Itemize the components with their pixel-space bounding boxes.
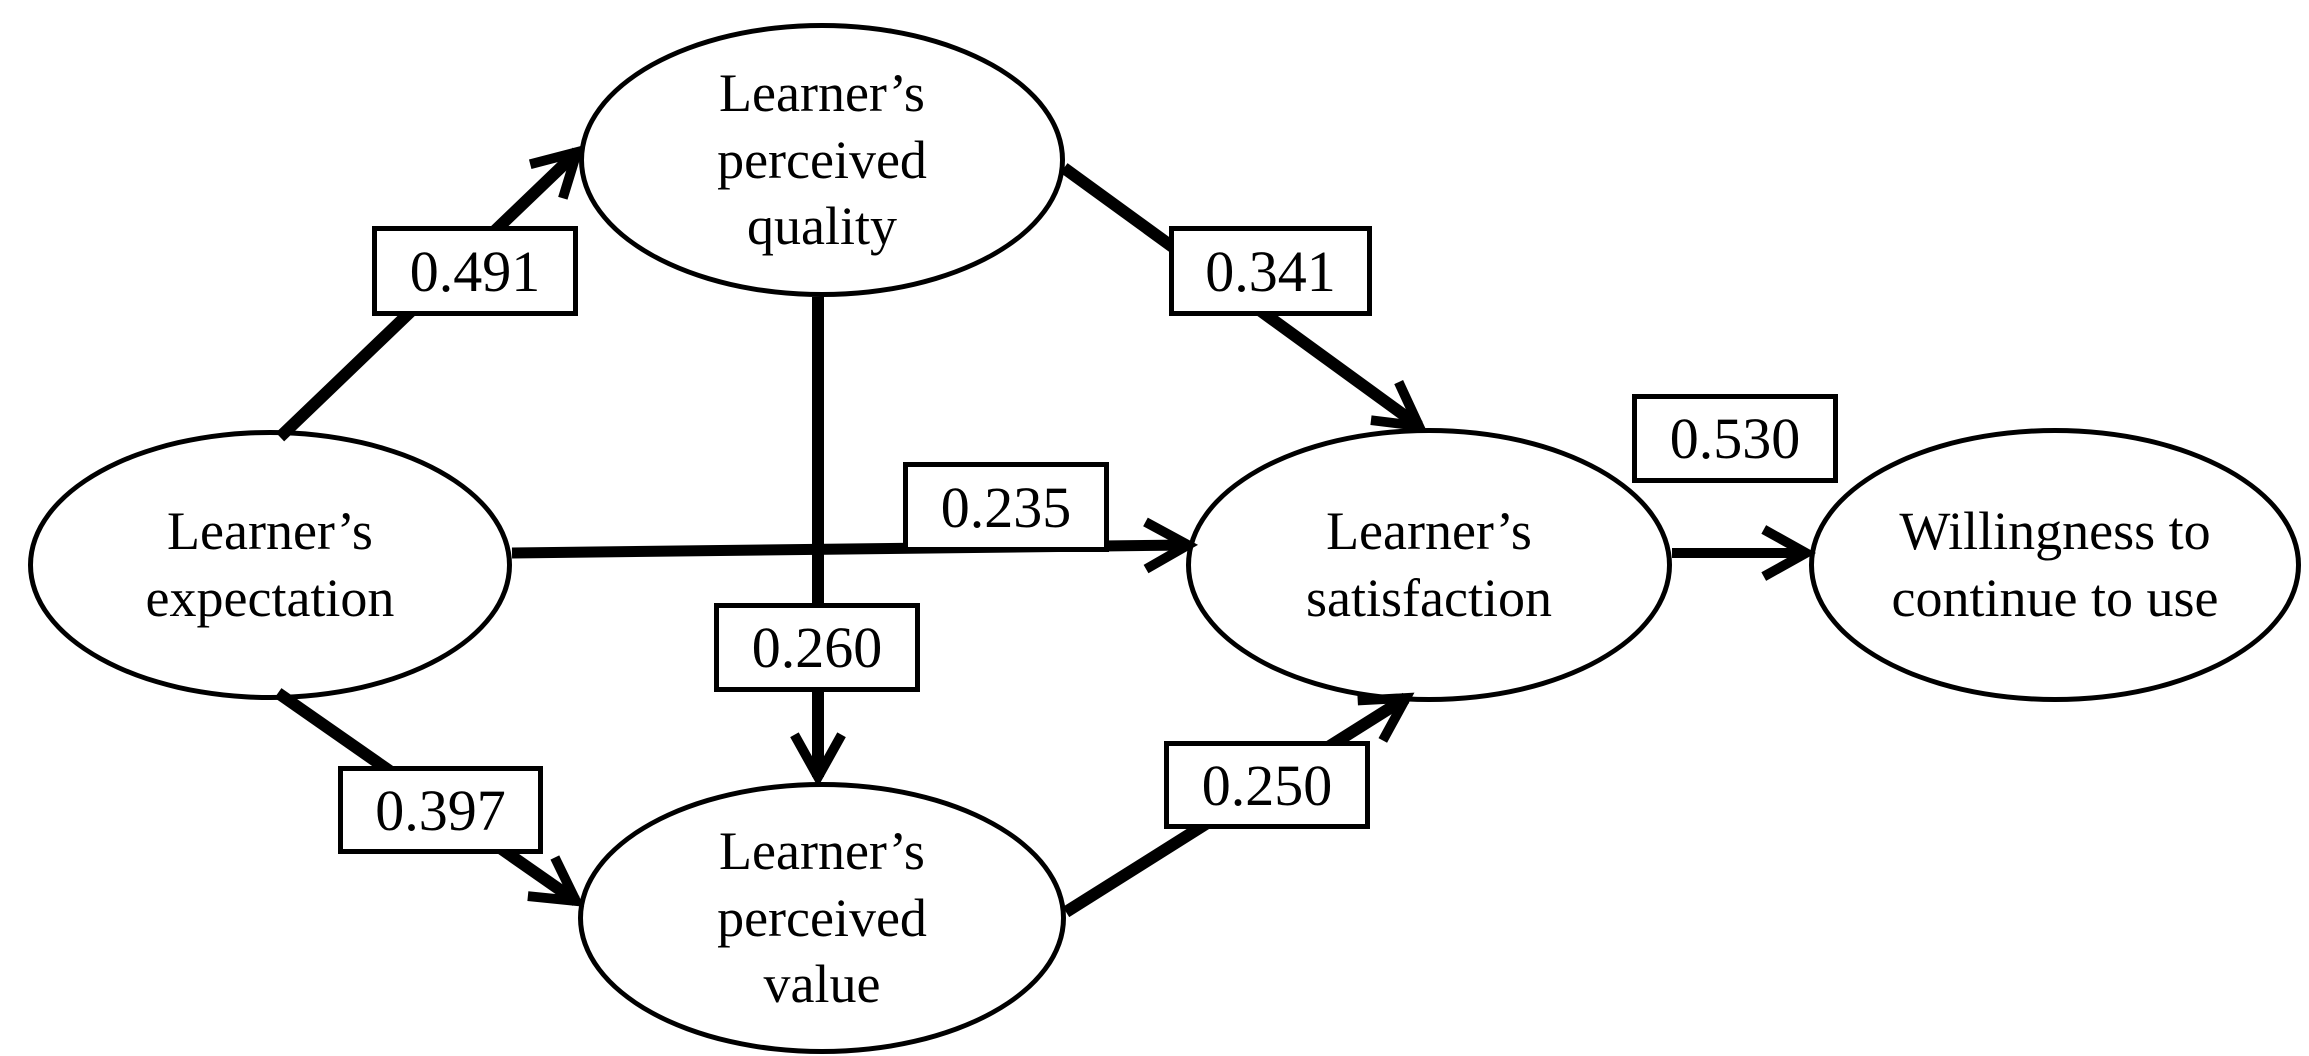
node-learners-perceived-quality: Learner’s perceived quality: [579, 23, 1065, 297]
node-label-satisfaction: Learner’s satisfaction: [1306, 501, 1552, 628]
node-label-perceived-value: Learner’s perceived value: [717, 820, 927, 1015]
coefficient-satisfaction-willingness: 0.530: [1632, 394, 1838, 483]
coefficient-expectation-satisfaction: 0.235: [903, 462, 1109, 552]
node-label-willingness: Willingness to continue to use: [1891, 501, 2219, 628]
coefficient-value-satisfaction: 0.250: [1164, 741, 1370, 829]
coefficient-expectation-quality: 0.491: [372, 226, 578, 316]
coefficient-expectation-value: 0.397: [338, 766, 543, 854]
node-learners-expectation: Learner’s expectation: [28, 430, 512, 700]
node-label-expectation: Learner’s expectation: [145, 501, 395, 628]
node-learners-satisfaction: Learner’s satisfaction: [1186, 428, 1672, 702]
coefficient-quality-satisfaction: 0.341: [1169, 226, 1372, 316]
node-learners-perceived-value: Learner’s perceived value: [578, 782, 1066, 1054]
node-willingness-to-continue: Willingness to continue to use: [1809, 428, 2301, 702]
node-label-perceived-quality: Learner’s perceived quality: [717, 62, 927, 257]
coefficient-quality-value: 0.260: [714, 603, 920, 692]
